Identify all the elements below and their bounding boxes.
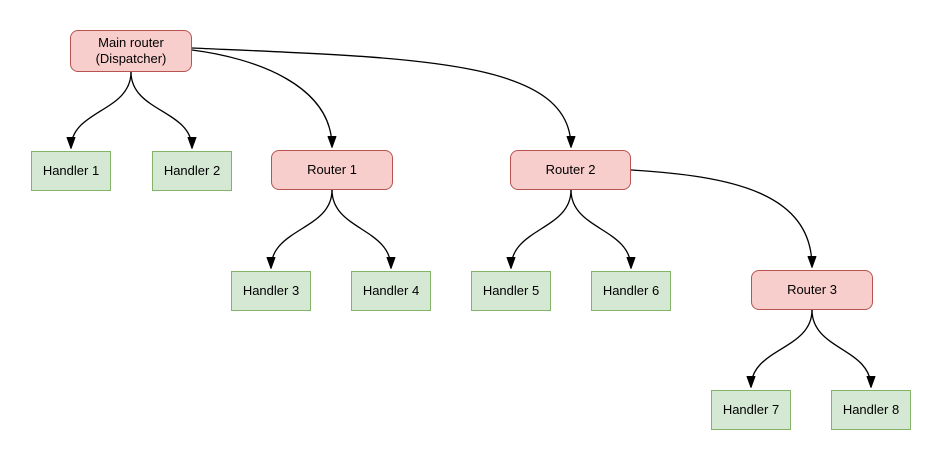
edge-router2-to-handler6 [570, 189, 636, 269]
node-router-1: Router 1 [271, 150, 393, 190]
node-handler-6: Handler 6 [591, 271, 671, 311]
edge-router3-to-handler8 [811, 309, 876, 388]
node-router-3: Router 3 [751, 270, 873, 310]
node-main-router: Main router (Dispatcher) [70, 30, 192, 72]
edge-router3-to-handler7 [746, 309, 813, 388]
edge-main-to-handler1 [66, 71, 132, 149]
edge-main-to-handler2 [130, 71, 197, 149]
node-handler-7: Handler 7 [711, 390, 791, 430]
node-handler-2: Handler 2 [152, 151, 232, 191]
node-router-2: Router 2 [510, 150, 631, 190]
node-handler-3: Handler 3 [231, 271, 311, 311]
edge-main-to-router1 [191, 49, 337, 148]
edge-router1-to-handler4 [331, 189, 396, 269]
node-handler-8: Handler 8 [831, 390, 911, 430]
edge-main-to-router2 [191, 47, 576, 148]
edge-router2-to-router3 [630, 169, 817, 268]
node-handler-5: Handler 5 [471, 271, 551, 311]
node-handler-4: Handler 4 [351, 271, 431, 311]
edge-router1-to-handler3 [266, 189, 333, 269]
node-handler-1: Handler 1 [31, 151, 111, 191]
edge-router2-to-handler5 [506, 189, 572, 269]
